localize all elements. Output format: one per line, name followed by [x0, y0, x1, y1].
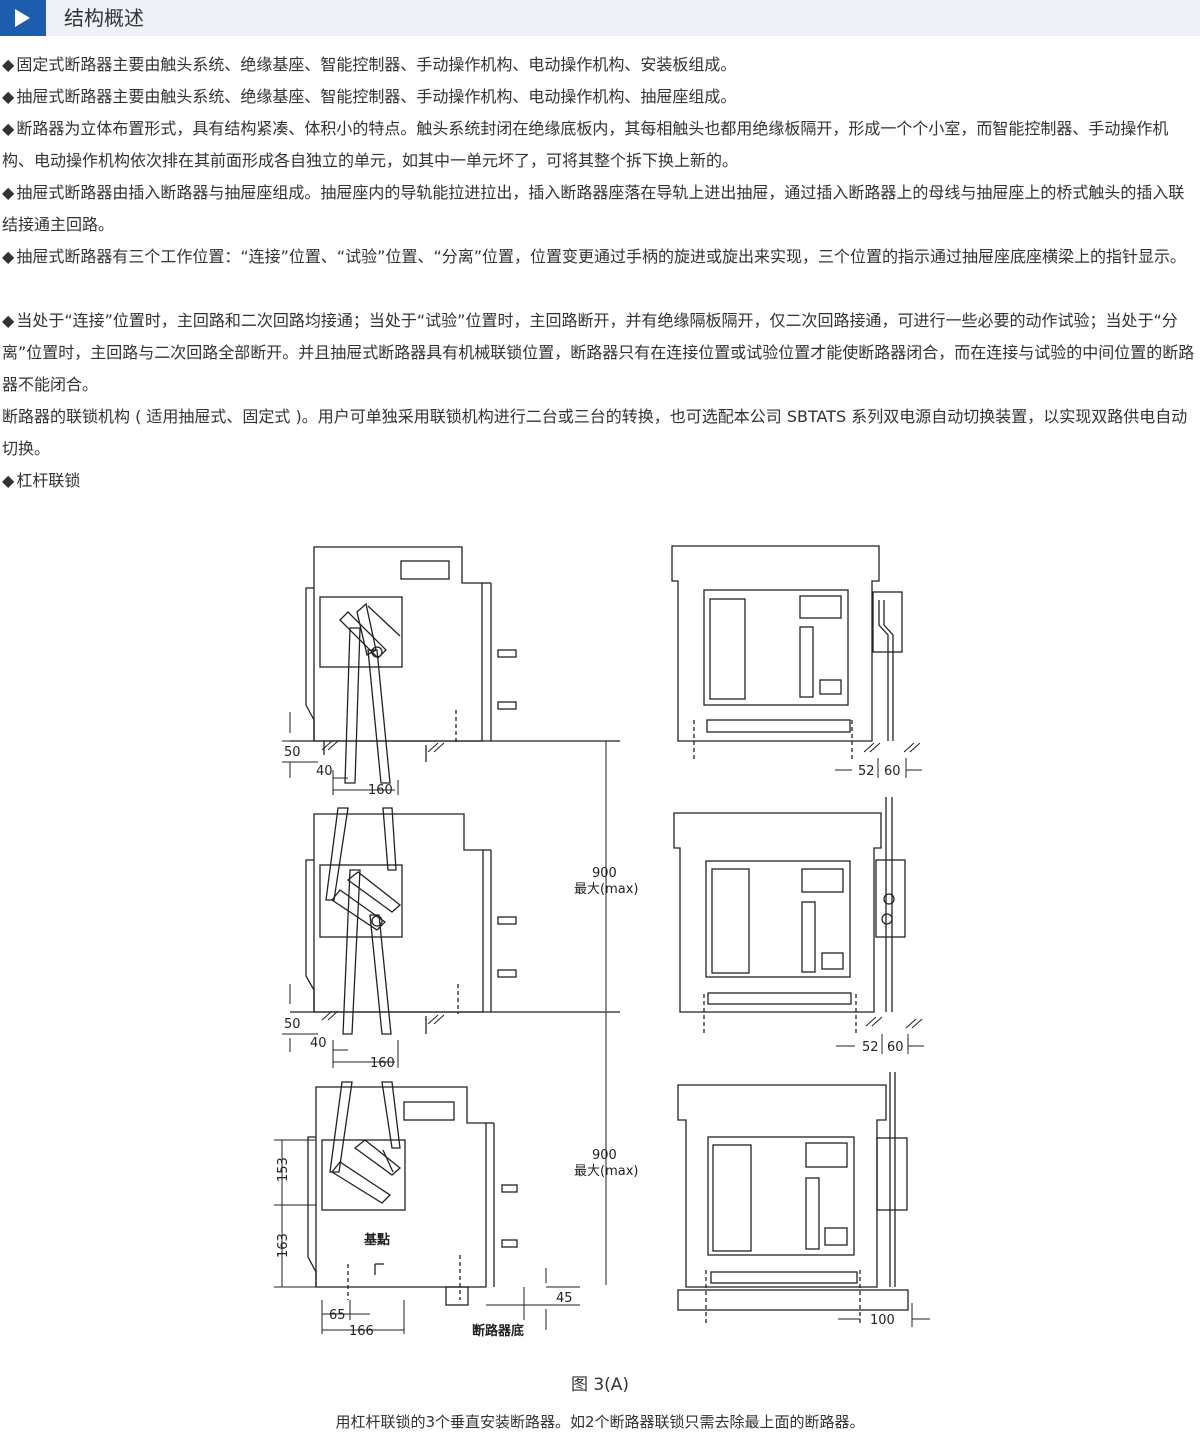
lever-interlock-drawing: 50 40 160 900 最大(max) 52 60: [274, 545, 930, 1339]
diamond-bullet-icon: ◆: [2, 119, 15, 138]
dimension-labels-middle: 50 40 160 900 最大(max): [284, 1017, 638, 1179]
paragraph-text: 断路器为立体布置形式，具有结构紧凑、体积小的特点。触头系统封闭在绝缘底板内，其每…: [2, 119, 1169, 170]
dim-label: 52: [858, 764, 875, 779]
dimension-lines-bottom-right: [838, 1303, 930, 1327]
paragraph-8: ◆杠杆联锁: [2, 465, 1198, 497]
breaker-side-view-bottom: [307, 1081, 518, 1306]
breaker-front-view-middle: [673, 797, 923, 1034]
dim-label: 900: [592, 1148, 617, 1163]
dim-label: 40: [310, 1036, 327, 1051]
dim-label: 160: [370, 1056, 395, 1071]
figure-caption: 图 3(A): [570, 1375, 630, 1395]
dimension-labels-middle-right: 52 60: [862, 1040, 904, 1055]
dim-label: 900: [592, 866, 617, 881]
dim-label: 60: [887, 1040, 904, 1055]
dim-label: 40: [316, 764, 333, 779]
diamond-bullet-icon: ◆: [2, 87, 15, 106]
dim-label: 160: [368, 783, 393, 798]
paragraph-text: 抽屉式断路器有三个工作位置：“连接”位置、“试验”位置、“分离”位置，位置变更通…: [16, 247, 1187, 266]
diamond-bullet-icon: ◆: [2, 471, 15, 490]
diamond-bullet-icon: ◆: [2, 247, 15, 266]
dim-label: 166: [349, 1324, 374, 1339]
diamond-bullet-icon: ◆: [2, 55, 15, 74]
paragraph-4: ◆抽屉式断路器由插入断路器与抽屉座组成。抽屉座内的导轨能拉进拉出，插入断路器座落…: [2, 177, 1198, 241]
paragraph-7: 断路器的联锁机构 ( 适用抽屉式、固定式 )。用户可单独采用联锁机构进行二台或三…: [2, 401, 1198, 465]
dimension-lines-middle-right: [836, 1034, 924, 1054]
paragraph-text: 当处于“连接”位置时，主回路和二次回路均接通；当处于“试验”位置时，主回路断开，…: [2, 311, 1195, 394]
dim-label: 50: [284, 1017, 301, 1032]
section-header: 结构概述: [0, 0, 1200, 36]
dimension-lines-top-right: [835, 758, 922, 778]
dim-label: 45: [556, 1291, 573, 1306]
diamond-bullet-icon: ◆: [2, 311, 15, 330]
diamond-bullet-icon: ◆: [2, 183, 15, 202]
dim-label: 50: [284, 745, 301, 760]
breaker-side-view-middle: [290, 807, 620, 1035]
paragraph-text: 抽屉式断路器由插入断路器与抽屉座组成。抽屉座内的导轨能拉进拉出，插入断路器座落在…: [2, 183, 1185, 234]
dim-label: 最大(max): [574, 882, 638, 897]
dim-label: 163: [276, 1233, 291, 1258]
dim-label: 100: [870, 1313, 895, 1328]
dimension-labels-bottom: 153 163 65 166 45 基點 断路器底: [276, 1157, 573, 1339]
dimension-labels-bottom-right: 100: [870, 1313, 895, 1328]
paragraph-1: ◆固定式断路器主要由触头系统、绝缘基座、智能控制器、手动操作机构、电动操作机构、…: [2, 49, 1198, 81]
dim-label: 65: [329, 1308, 346, 1323]
dim-label: 52: [862, 1040, 879, 1055]
section-title: 结构概述: [64, 6, 144, 30]
datum-label: 基點: [363, 1232, 390, 1248]
dim-label: 153: [276, 1157, 291, 1182]
paragraph-3: ◆断路器为立体布置形式，具有结构紧凑、体积小的特点。触头系统封闭在绝缘底板内，其…: [2, 113, 1198, 177]
breaker-front-view-bottom: [677, 1072, 909, 1325]
dimension-labels-top-right: 52 60: [858, 764, 901, 779]
play-arrow-icon: [0, 0, 46, 36]
paragraph-text: 断路器的联锁机构 ( 适用抽屉式、固定式 )。用户可单独采用联锁机构进行二台或三…: [2, 407, 1188, 458]
paragraph-2: ◆抽屉式断路器主要由触头系统、绝缘基座、智能控制器、手动操作机构、电动操作机构、…: [2, 81, 1198, 113]
dimension-lines-bottom: [274, 1139, 580, 1334]
breaker-front-view-top: [671, 545, 921, 760]
breaker-bottom-label: 断路器底: [472, 1323, 524, 1339]
dimension-lines-top: [282, 712, 607, 1011]
paragraph-6: ◆当处于“连接”位置时，主回路和二次回路均接通；当处于“试验”位置时，主回路断开…: [2, 305, 1198, 401]
paragraph-text: 杠杆联锁: [16, 471, 81, 490]
paragraph-5: ◆抽屉式断路器有三个工作位置：“连接”位置、“试验”位置、“分离”位置，位置变更…: [2, 241, 1198, 273]
paragraph-text: 固定式断路器主要由触头系统、绝缘基座、智能控制器、手动操作机构、电动操作机构、安…: [16, 55, 737, 74]
dimension-lines-middle: [282, 984, 607, 1285]
dim-label: 最大(max): [574, 1164, 638, 1179]
breaker-side-view-top: [290, 546, 620, 784]
dimension-labels-top: 50 40 160 900 最大(max): [284, 745, 638, 897]
paragraph-text: 抽屉式断路器主要由触头系统、绝缘基座、智能控制器、手动操作机构、电动操作机构、抽…: [16, 87, 737, 106]
figure-note: 用杠杆联锁的3个垂直安装断路器。如2个断路器联锁只需去除最上面的断路器。: [335, 1413, 865, 1431]
dim-label: 60: [884, 764, 901, 779]
